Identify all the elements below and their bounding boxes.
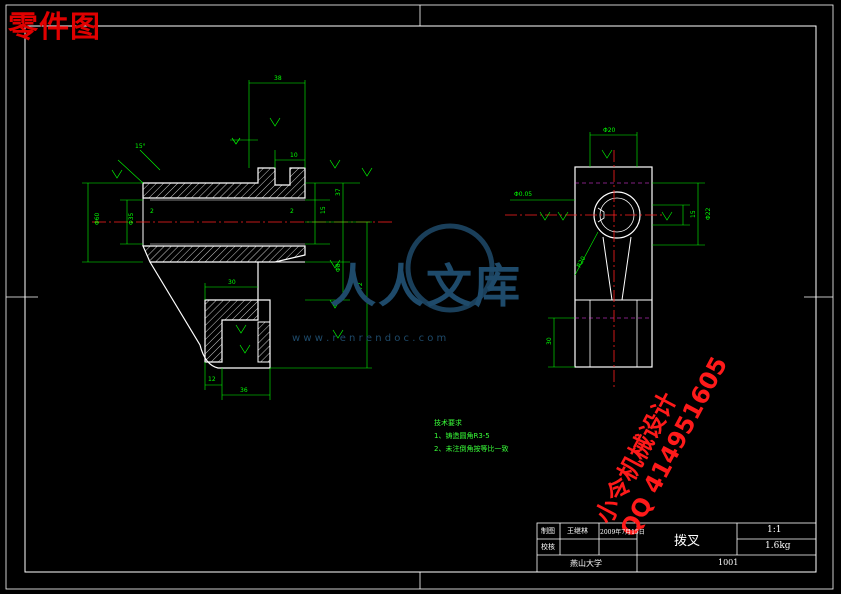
tb-drawing-no: 1001 [718, 558, 739, 567]
tb-mass: 1.6kg [765, 541, 791, 551]
tb-part-name: 拨叉 [674, 534, 701, 549]
tb-scale: 1:1 [767, 525, 782, 535]
svg-text:10: 10 [290, 152, 298, 159]
brand-name: 人人文库 [330, 259, 522, 313]
end-view-dimension-text: Φ20 15 Φ22 30 R20 Φ0.05 [514, 127, 712, 345]
svg-text:Φ35: Φ35 [128, 212, 135, 225]
svg-text:Φ22: Φ22 [705, 207, 712, 220]
end-view [505, 150, 665, 390]
tb-school: 燕山大学 [570, 559, 602, 568]
drawing-border [5, 4, 834, 590]
end-view-dimensions [510, 132, 705, 368]
svg-text:15: 15 [690, 210, 697, 218]
hub-bottom-wall [142, 245, 306, 263]
svg-text:38: 38 [274, 75, 282, 82]
hub-top-wall [142, 167, 306, 199]
brand-url: w w w . r e n r e n d o c . c o m [292, 333, 447, 344]
svg-text:72: 72 [357, 282, 364, 290]
brand-logo [405, 223, 495, 313]
tb-date: 2009年7月15日 [600, 529, 645, 536]
svg-text:Φ8: Φ8 [335, 263, 342, 272]
tech-heading: 技术要求 [434, 419, 462, 427]
svg-text:Φ20: Φ20 [603, 127, 616, 134]
svg-text:2: 2 [150, 208, 154, 215]
svg-text:Φ0.05: Φ0.05 [514, 191, 532, 198]
svg-text:2: 2 [290, 208, 294, 215]
tech-item-2: 2、未注倒角按等比一致 [434, 445, 509, 453]
svg-text:37: 37 [335, 188, 342, 196]
title-block-grid [536, 522, 817, 573]
arm-slot [602, 236, 632, 301]
tb-designer-label: 制图 [541, 527, 555, 535]
tech-item-1: 1、铸造圆角R3-5 [434, 432, 490, 440]
svg-text:R20: R20 [576, 255, 588, 269]
section-dimension-text: 38 10 2 2 Φ60 Φ35 15 37 Φ8 72 30 36 12 1… [94, 75, 364, 394]
svg-text:15: 15 [320, 206, 327, 214]
tb-designer: 王继林 [567, 527, 588, 535]
svg-text:15°: 15° [135, 143, 146, 150]
tb-checker-label: 校核 [541, 543, 555, 551]
svg-text:Φ60: Φ60 [94, 212, 101, 225]
fork-jaw [204, 299, 259, 363]
svg-text:36: 36 [240, 387, 248, 394]
watermark-title: 零件图 [8, 10, 101, 45]
section-dimensions [82, 80, 372, 400]
svg-text:30: 30 [546, 337, 553, 345]
roughness-symbols [111, 117, 373, 354]
svg-text:12: 12 [208, 376, 216, 383]
svg-text:30: 30 [228, 279, 236, 286]
tech-requirements: 技术要求 1、铸造圆角R3-5 2、未注倒角按等比一致 [434, 417, 508, 456]
